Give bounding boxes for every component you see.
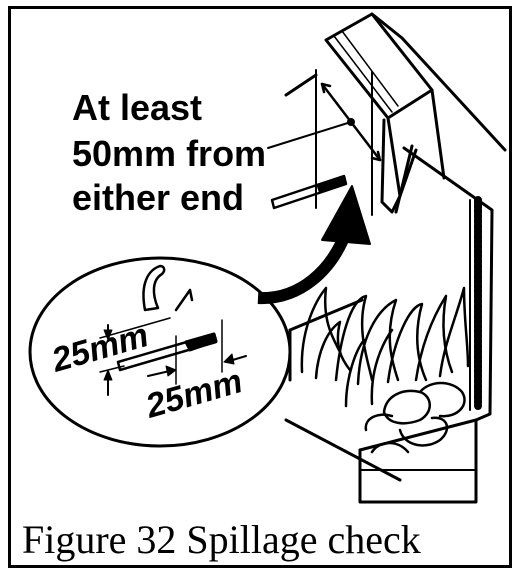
callout-line-3: either end	[72, 177, 245, 218]
smoke-match	[270, 174, 348, 210]
flames	[300, 286, 470, 408]
figure-caption: Figure 32 Spillage check	[22, 517, 421, 562]
detail-magnifier	[28, 256, 292, 448]
fifty-mm-dimension-marker	[267, 82, 382, 162]
horizontal-25mm-label: 25mm	[141, 362, 247, 426]
callout-line-1: At least	[72, 87, 203, 128]
figure-frame	[8, 6, 512, 568]
vertical-25mm-label: 25mm	[47, 316, 153, 380]
pointer-arrow	[257, 185, 371, 305]
callout-line-2: 50mm from	[72, 133, 267, 174]
coals	[364, 381, 466, 454]
